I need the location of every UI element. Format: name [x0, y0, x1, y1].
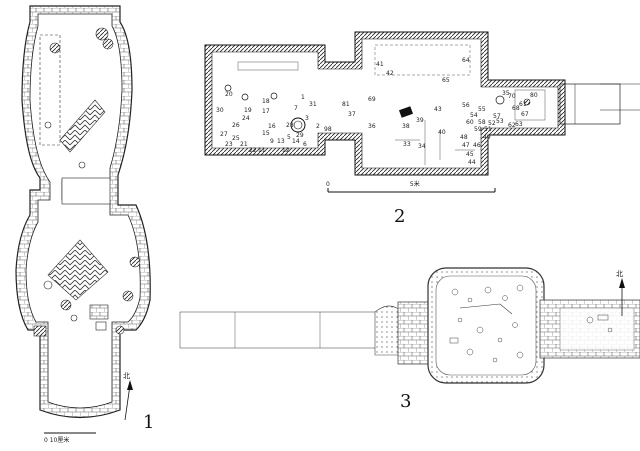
figure-2-label: 2 — [394, 206, 405, 227]
item-number-30: 30 — [216, 107, 224, 114]
item-number-38: 38 — [402, 123, 410, 130]
figure-1-north-arrow — [124, 384, 131, 421]
item-number-37: 37 — [348, 111, 356, 118]
herringbone-floor-lower — [47, 239, 109, 301]
item-number-9: 9 — [270, 138, 274, 145]
item-number-61: 61 — [519, 101, 527, 108]
item-number-27: 27 — [220, 131, 228, 138]
item-number-25: 25 — [232, 135, 240, 142]
item-number-52: 52 — [488, 120, 496, 127]
item-number-3: 3 — [305, 115, 309, 122]
item-number-69: 69 — [368, 96, 376, 103]
item-number-2: 2 — [316, 123, 320, 130]
item-number-29: 29 — [296, 132, 304, 139]
item-number-1: 1 — [301, 94, 305, 101]
item-number-44: 44 — [468, 159, 476, 166]
figure-1-plan: 0 10厘米 北 1 — [15, 5, 154, 444]
item-number-45: 45 — [466, 151, 474, 158]
item-number-48: 48 — [460, 134, 468, 141]
item-number-19: 19 — [244, 107, 252, 114]
item-number-42: 42 — [386, 70, 394, 77]
item-number-39: 39 — [416, 117, 424, 124]
item-number-65: 65 — [442, 77, 450, 84]
item-number-41: 41 — [376, 61, 384, 68]
item-number-67: 67 — [521, 111, 529, 118]
figure-1-scale-text: 0 10厘米 — [44, 436, 69, 444]
item-number-26: 26 — [232, 122, 240, 129]
figure-3-plan: 北 3 — [179, 267, 640, 412]
item-number-60: 60 — [466, 119, 474, 126]
figure-2-scale-text: 0 5米 — [326, 180, 420, 188]
item-number-22: 22 — [249, 147, 257, 154]
item-number-33: 33 — [403, 141, 411, 148]
figure-3-north-text: 北 — [616, 270, 623, 278]
item-number-51: 51 — [484, 126, 492, 133]
item-number-81: 81 — [342, 101, 350, 108]
item-number-58: 58 — [478, 119, 486, 126]
item-number-98: 98 — [324, 126, 332, 133]
item-number-12: 12 — [282, 147, 290, 154]
item-number-47: 47 — [462, 142, 470, 149]
item-number-55: 55 — [478, 106, 486, 113]
item-number-17: 17 — [262, 108, 270, 115]
figure-3-label: 3 — [400, 391, 411, 412]
item-number-23: 23 — [225, 141, 233, 148]
item-number-59: 59 — [474, 126, 482, 133]
item-number-43: 43 — [434, 106, 442, 113]
item-number-7: 7 — [294, 105, 298, 112]
coffin-outline — [39, 34, 61, 146]
figure-1-label: 1 — [143, 412, 154, 433]
item-number-64: 64 — [462, 57, 470, 64]
figure-2-interior — [211, 38, 559, 169]
item-number-80: 80 — [530, 92, 538, 99]
item-number-20: 20 — [225, 91, 233, 98]
item-number-56: 56 — [462, 102, 470, 109]
item-number-6: 6 — [303, 141, 307, 148]
item-number-15: 15 — [262, 130, 270, 137]
herringbone-floor-upper — [59, 99, 106, 153]
item-number-11: 11 — [258, 147, 266, 154]
item-number-36: 36 — [368, 123, 376, 130]
item-number-54: 54 — [470, 112, 478, 119]
figure-1-interior — [25, 13, 141, 409]
item-number-13: 13 — [277, 138, 285, 145]
item-number-62: 62 — [508, 122, 516, 129]
item-number-16: 16 — [268, 123, 276, 130]
item-number-49: 49 — [483, 134, 491, 141]
item-number-14: 14 — [292, 138, 300, 145]
item-number-28: 28 — [286, 122, 294, 129]
item-number-70: 70 — [508, 93, 516, 100]
item-number-35: 35 — [502, 90, 510, 97]
item-number-53: 53 — [496, 118, 504, 125]
item-number-24: 24 — [242, 115, 250, 122]
item-number-68: 68 — [512, 105, 520, 112]
item-number-57: 57 — [493, 113, 501, 120]
item-number-5: 5 — [287, 134, 291, 141]
item-number-34: 34 — [418, 143, 426, 150]
item-number-21: 21 — [240, 141, 248, 148]
item-number-40: 40 — [438, 129, 446, 136]
item-number-46: 46 — [473, 142, 481, 149]
item-number-31: 31 — [309, 101, 317, 108]
item-number-18: 18 — [262, 98, 270, 105]
figure-1-north-text: 北 — [123, 372, 130, 380]
item-number-63: 63 — [515, 121, 523, 128]
